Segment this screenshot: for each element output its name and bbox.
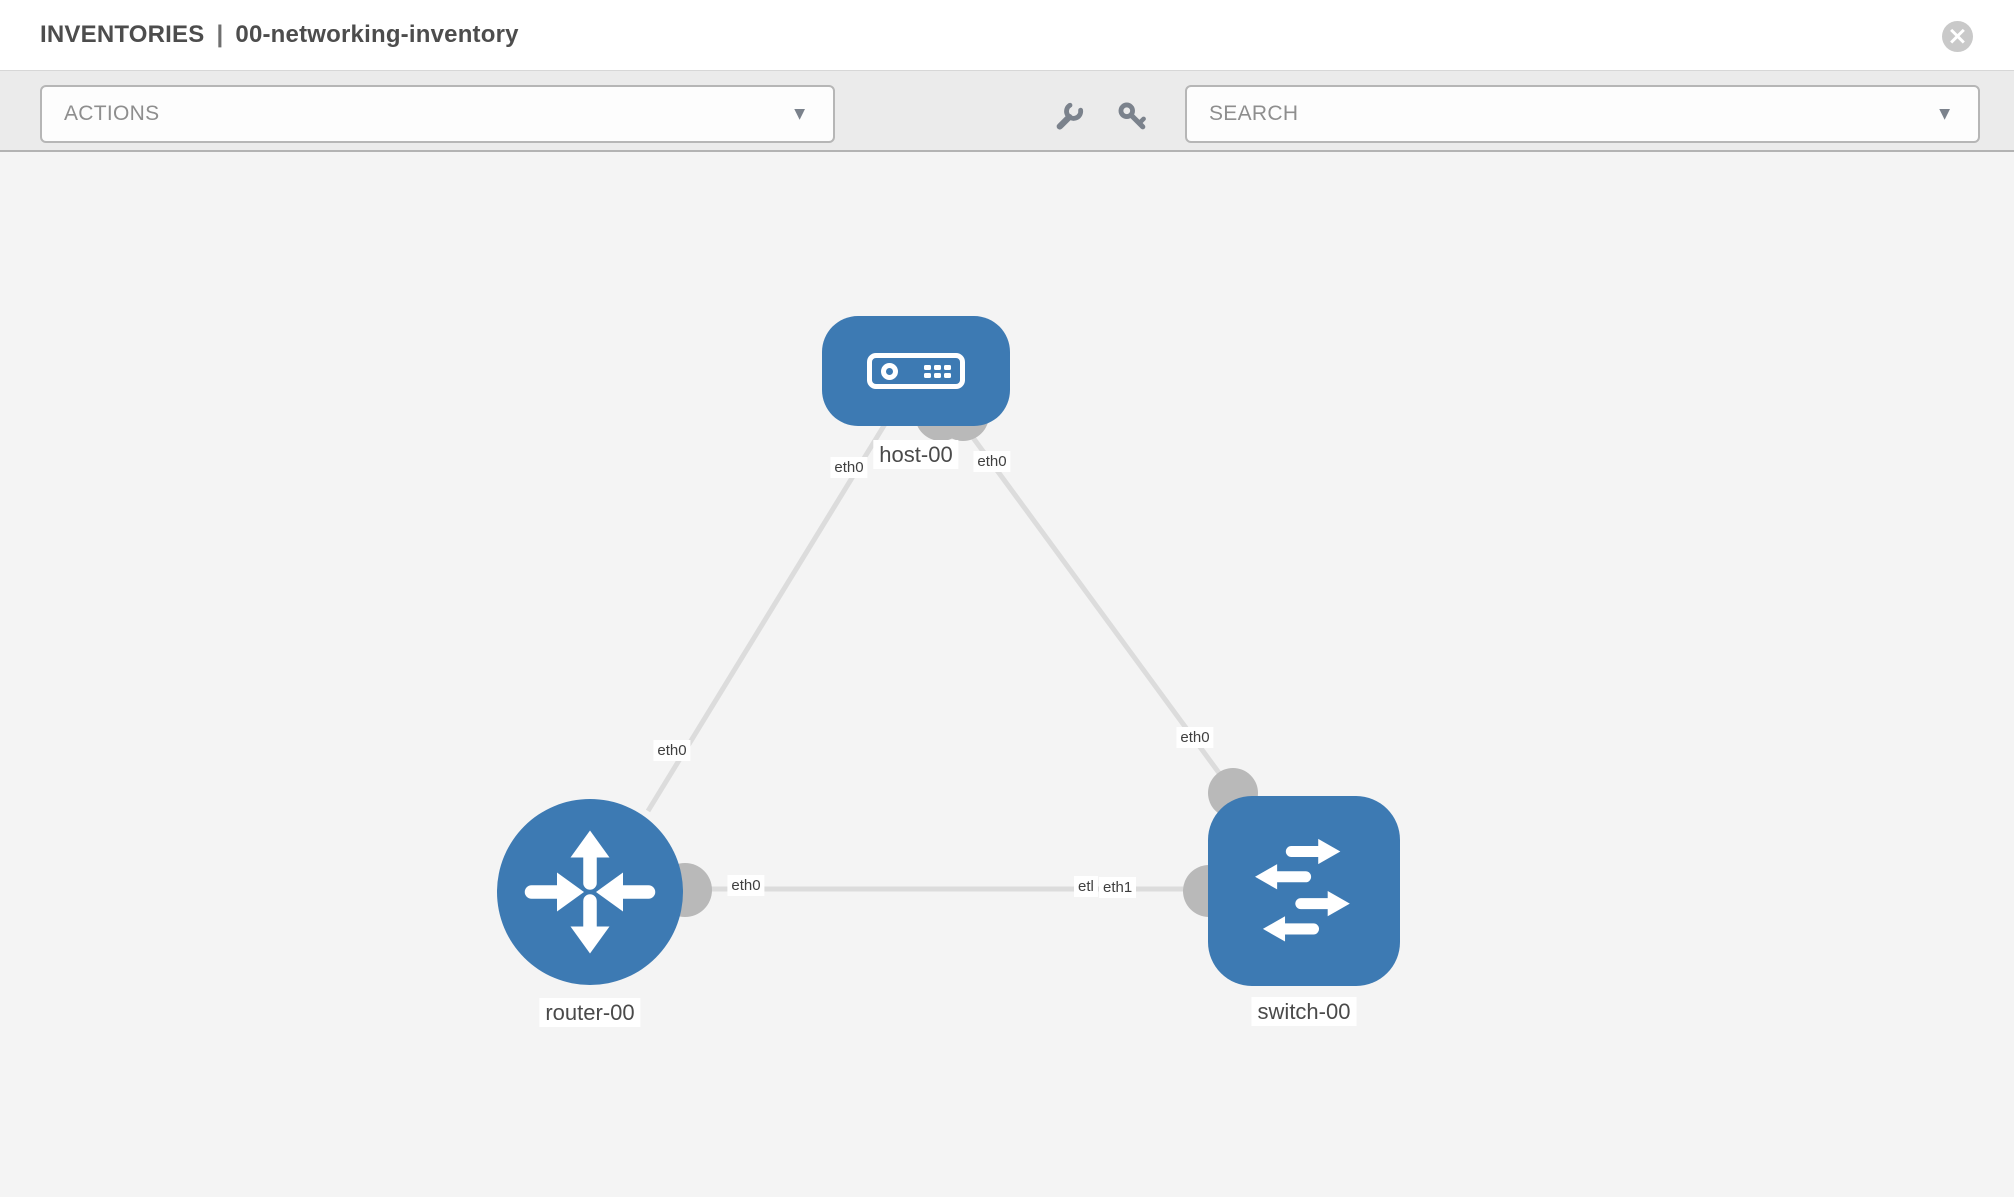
node-label-router: router-00 (539, 998, 641, 1028)
search-dropdown[interactable]: SEARCH ▼ (1185, 85, 1980, 143)
interface-label: eth0 (1176, 727, 1214, 749)
chevron-down-icon: ▼ (794, 106, 805, 122)
key-icon (1118, 102, 1146, 130)
switch-icon (1255, 838, 1350, 942)
interface-label: eth0 (653, 740, 691, 762)
node-router-00[interactable] (497, 799, 683, 985)
toolbar: ACTIONS ▼ SEARCH ▼ (0, 71, 2014, 152)
breadcrumb-section: INVENTORIES (40, 21, 205, 48)
interface-label: eth0 (973, 451, 1011, 473)
interface-label-clipped: etl (1074, 876, 1098, 898)
close-button[interactable]: × (1942, 21, 1973, 52)
links-layer (640, 389, 1260, 917)
actions-dropdown[interactable]: ACTIONS ▼ (40, 85, 835, 143)
interface-label: eth0 (830, 457, 868, 479)
router-icon (524, 830, 656, 954)
node-host-00[interactable] (822, 316, 1010, 426)
search-dropdown-label: SEARCH (1209, 102, 1299, 125)
close-icon: × (1947, 21, 1968, 50)
host-icon (867, 353, 965, 389)
configure-button[interactable] (1047, 95, 1089, 137)
interface-label: eth0 (727, 875, 765, 897)
breadcrumb-separator: | (216, 21, 224, 48)
actions-dropdown-label: ACTIONS (64, 102, 160, 125)
interface-label: eth1 (1099, 877, 1137, 899)
credentials-button[interactable] (1111, 95, 1153, 137)
node-label-host: host-00 (873, 440, 959, 470)
topology-canvas[interactable]: host-00 router-00 switch-00 eth0 eth0 et… (0, 152, 2014, 1197)
modal-header: INVENTORIES | 00-networking-inventory × (0, 0, 2014, 71)
node-label-switch: switch-00 (1251, 997, 1357, 1027)
node-switch-00[interactable] (1208, 796, 1400, 986)
inventory-name: 00-networking-inventory (235, 21, 519, 48)
page-title: INVENTORIES | 00-networking-inventory (40, 0, 519, 70)
wrench-icon (1056, 102, 1084, 130)
chevron-down-icon: ▼ (1939, 106, 1950, 122)
